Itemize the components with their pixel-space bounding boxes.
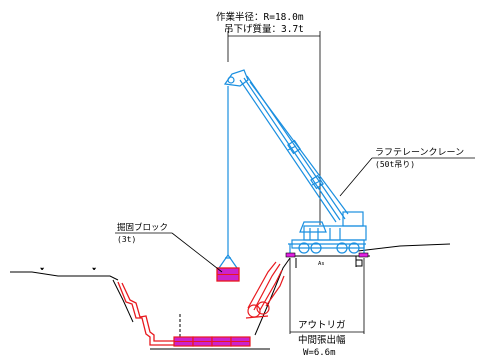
ground-profile: ˇ ˇ: [10, 243, 451, 350]
outrigger-pad-right: [358, 252, 369, 258]
step-outline-outer: [117, 281, 175, 346]
boom-rail: [243, 77, 341, 221]
grass-mark: ˇ: [92, 268, 96, 276]
right-slope-line: [254, 257, 291, 336]
crane-leader: [339, 157, 475, 197]
boom-rail: [239, 79, 337, 223]
outrigger-width-value: W=6.6m: [303, 348, 336, 358]
crane-body: [288, 211, 367, 254]
asphalt-mark: As: [318, 261, 325, 267]
block-leader-line: [171, 232, 223, 273]
boom-joint: [287, 145, 297, 151]
counterweight: [342, 211, 364, 227]
left-slope-line: [112, 279, 134, 323]
slope-base: [245, 315, 269, 319]
sheave: [227, 76, 235, 84]
boom-joint-plate: [310, 174, 324, 190]
outrigger-dimension: [289, 258, 365, 334]
block-name-label: 掘固ブロック: [117, 222, 168, 233]
outrigger-label: アウトリガ: [298, 320, 346, 331]
slope-bracket: [259, 269, 283, 311]
radius-dimension: [227, 31, 321, 225]
outrigger-mat: [355, 259, 363, 267]
outrigger-width-label: 中間張出幅: [298, 334, 346, 346]
crane-capacity-label: (50t吊り): [375, 160, 415, 169]
crane-name-label: ラフテレーンクレーン: [375, 147, 464, 158]
bottom-block-row: [173, 336, 251, 347]
pipe: [256, 301, 270, 315]
outrigger-pad-left: [285, 252, 296, 258]
crane-superstructure: [303, 225, 367, 241]
crane-cab: [299, 221, 327, 233]
grass-mark: ˇ: [40, 268, 44, 276]
right-terrain-line: [357, 243, 451, 252]
excavation-structure: [117, 281, 181, 346]
block-leader: [115, 232, 223, 273]
crane: [218, 69, 349, 269]
step-outline-inner: [121, 282, 175, 342]
slope-bracket: [253, 263, 281, 311]
lifting-load-label: 吊下げ質量：3.7t: [224, 23, 304, 35]
wheel: [336, 242, 348, 254]
left-terrain-line: [10, 271, 119, 281]
boom-head: [223, 69, 249, 87]
wheel: [310, 242, 322, 254]
slope-pipes: [245, 261, 285, 319]
slope-bracket: [247, 261, 277, 309]
working-radius-label: 作業半径：R=18.0m: [216, 11, 304, 23]
wheel: [348, 242, 360, 254]
sling-right: [227, 254, 238, 269]
wheel: [298, 242, 310, 254]
block-weight-label: (3t): [117, 235, 136, 244]
slope-bracket: [265, 275, 285, 307]
derrick-line: [249, 81, 349, 215]
sling-left: [218, 254, 229, 269]
crane-leader-line: [339, 157, 373, 197]
